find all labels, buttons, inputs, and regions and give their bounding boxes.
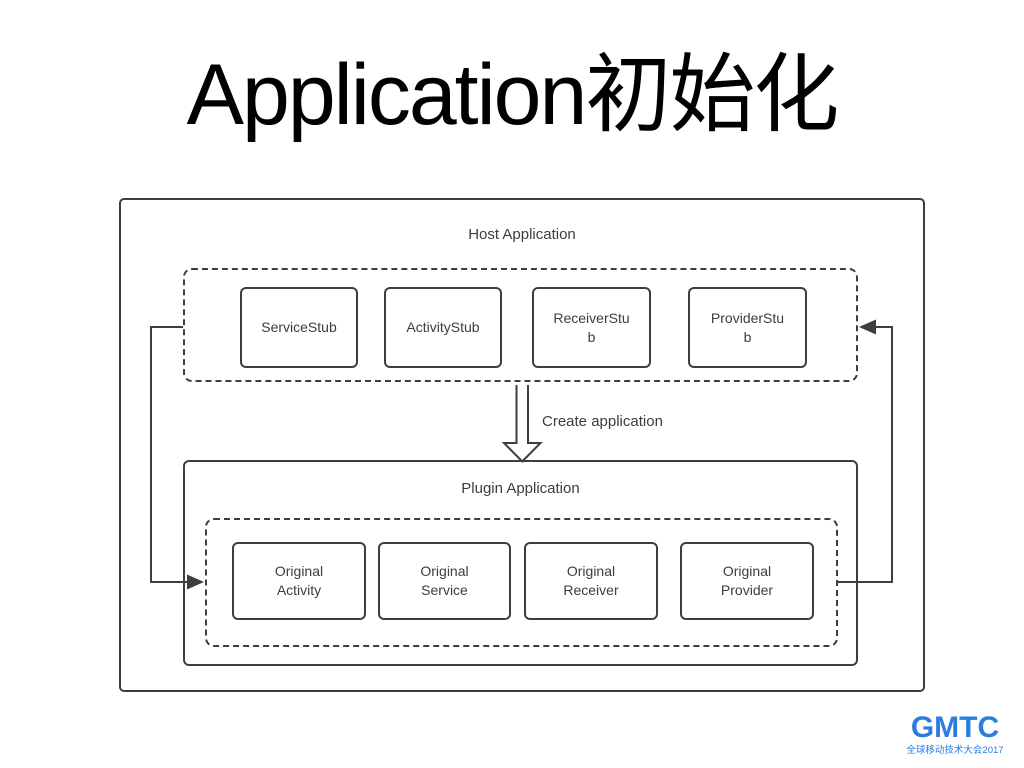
box-service-stub: ServiceStub — [240, 287, 358, 368]
box-original-receiver: Original Receiver — [524, 542, 658, 620]
host-stubs-dashed-box — [183, 268, 858, 382]
gmtc-logo-text: GMTC — [910, 711, 1000, 744]
receiver-stub-label: ReceiverStu b — [553, 309, 630, 345]
box-original-service: Original Service — [378, 542, 511, 620]
original-service-label: Original Service — [420, 563, 469, 598]
gmtc-logo: GMTC 全球移动技术大会2017 — [906, 713, 1004, 756]
original-activity-label: Original Activity — [274, 563, 324, 598]
plugin-originals-dashed-box — [205, 518, 838, 647]
create-application-label: Create application — [542, 413, 663, 430]
box-original-activity: Original Activity — [232, 542, 366, 620]
original-provider-label: Original Provider — [720, 563, 774, 598]
box-provider-stub: ProviderStu b — [688, 287, 807, 368]
box-receiver-stub: ReceiverStu b — [532, 287, 651, 368]
plugin-application-label: Plugin Application — [461, 480, 580, 497]
service-stub-label: ServiceStub — [261, 319, 337, 336]
box-activity-stub: ActivityStub — [384, 287, 502, 368]
original-receiver-label: Original Receiver — [563, 563, 619, 598]
host-application-label: Host Application — [468, 226, 576, 243]
provider-stub-label: ProviderStu b — [710, 309, 785, 345]
activity-stub-label: ActivityStub — [406, 319, 480, 336]
box-original-provider: Original Provider — [680, 542, 814, 620]
gmtc-logo-tagline: 全球移动技术大会2017 — [906, 745, 1004, 756]
slide-title: Application初始化 — [186, 47, 840, 143]
